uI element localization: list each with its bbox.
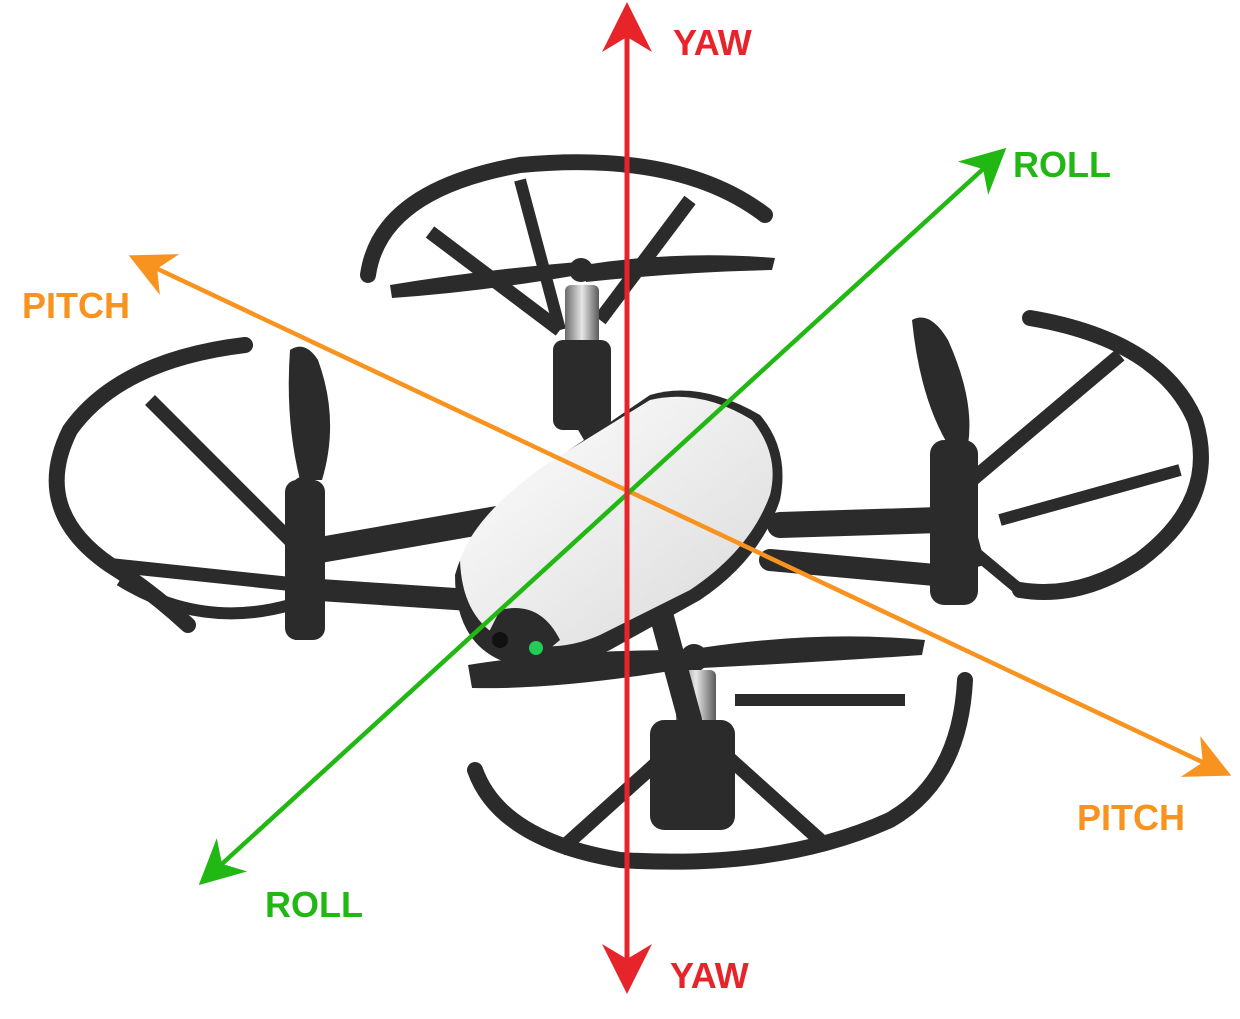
yaw-label-top: YAW: [673, 22, 752, 63]
roll-label-top: ROLL: [1013, 144, 1111, 185]
roll-label-bottom: ROLL: [265, 884, 363, 925]
status-led: [529, 641, 543, 655]
yaw-label-bottom: YAW: [670, 955, 749, 996]
right-propeller-guard: [955, 310, 1209, 600]
left-propeller-guard: [48, 337, 301, 633]
pitch-label-left: PITCH: [22, 285, 130, 326]
camera-lens: [492, 632, 508, 648]
pitch-label-right: PITCH: [1077, 797, 1185, 838]
